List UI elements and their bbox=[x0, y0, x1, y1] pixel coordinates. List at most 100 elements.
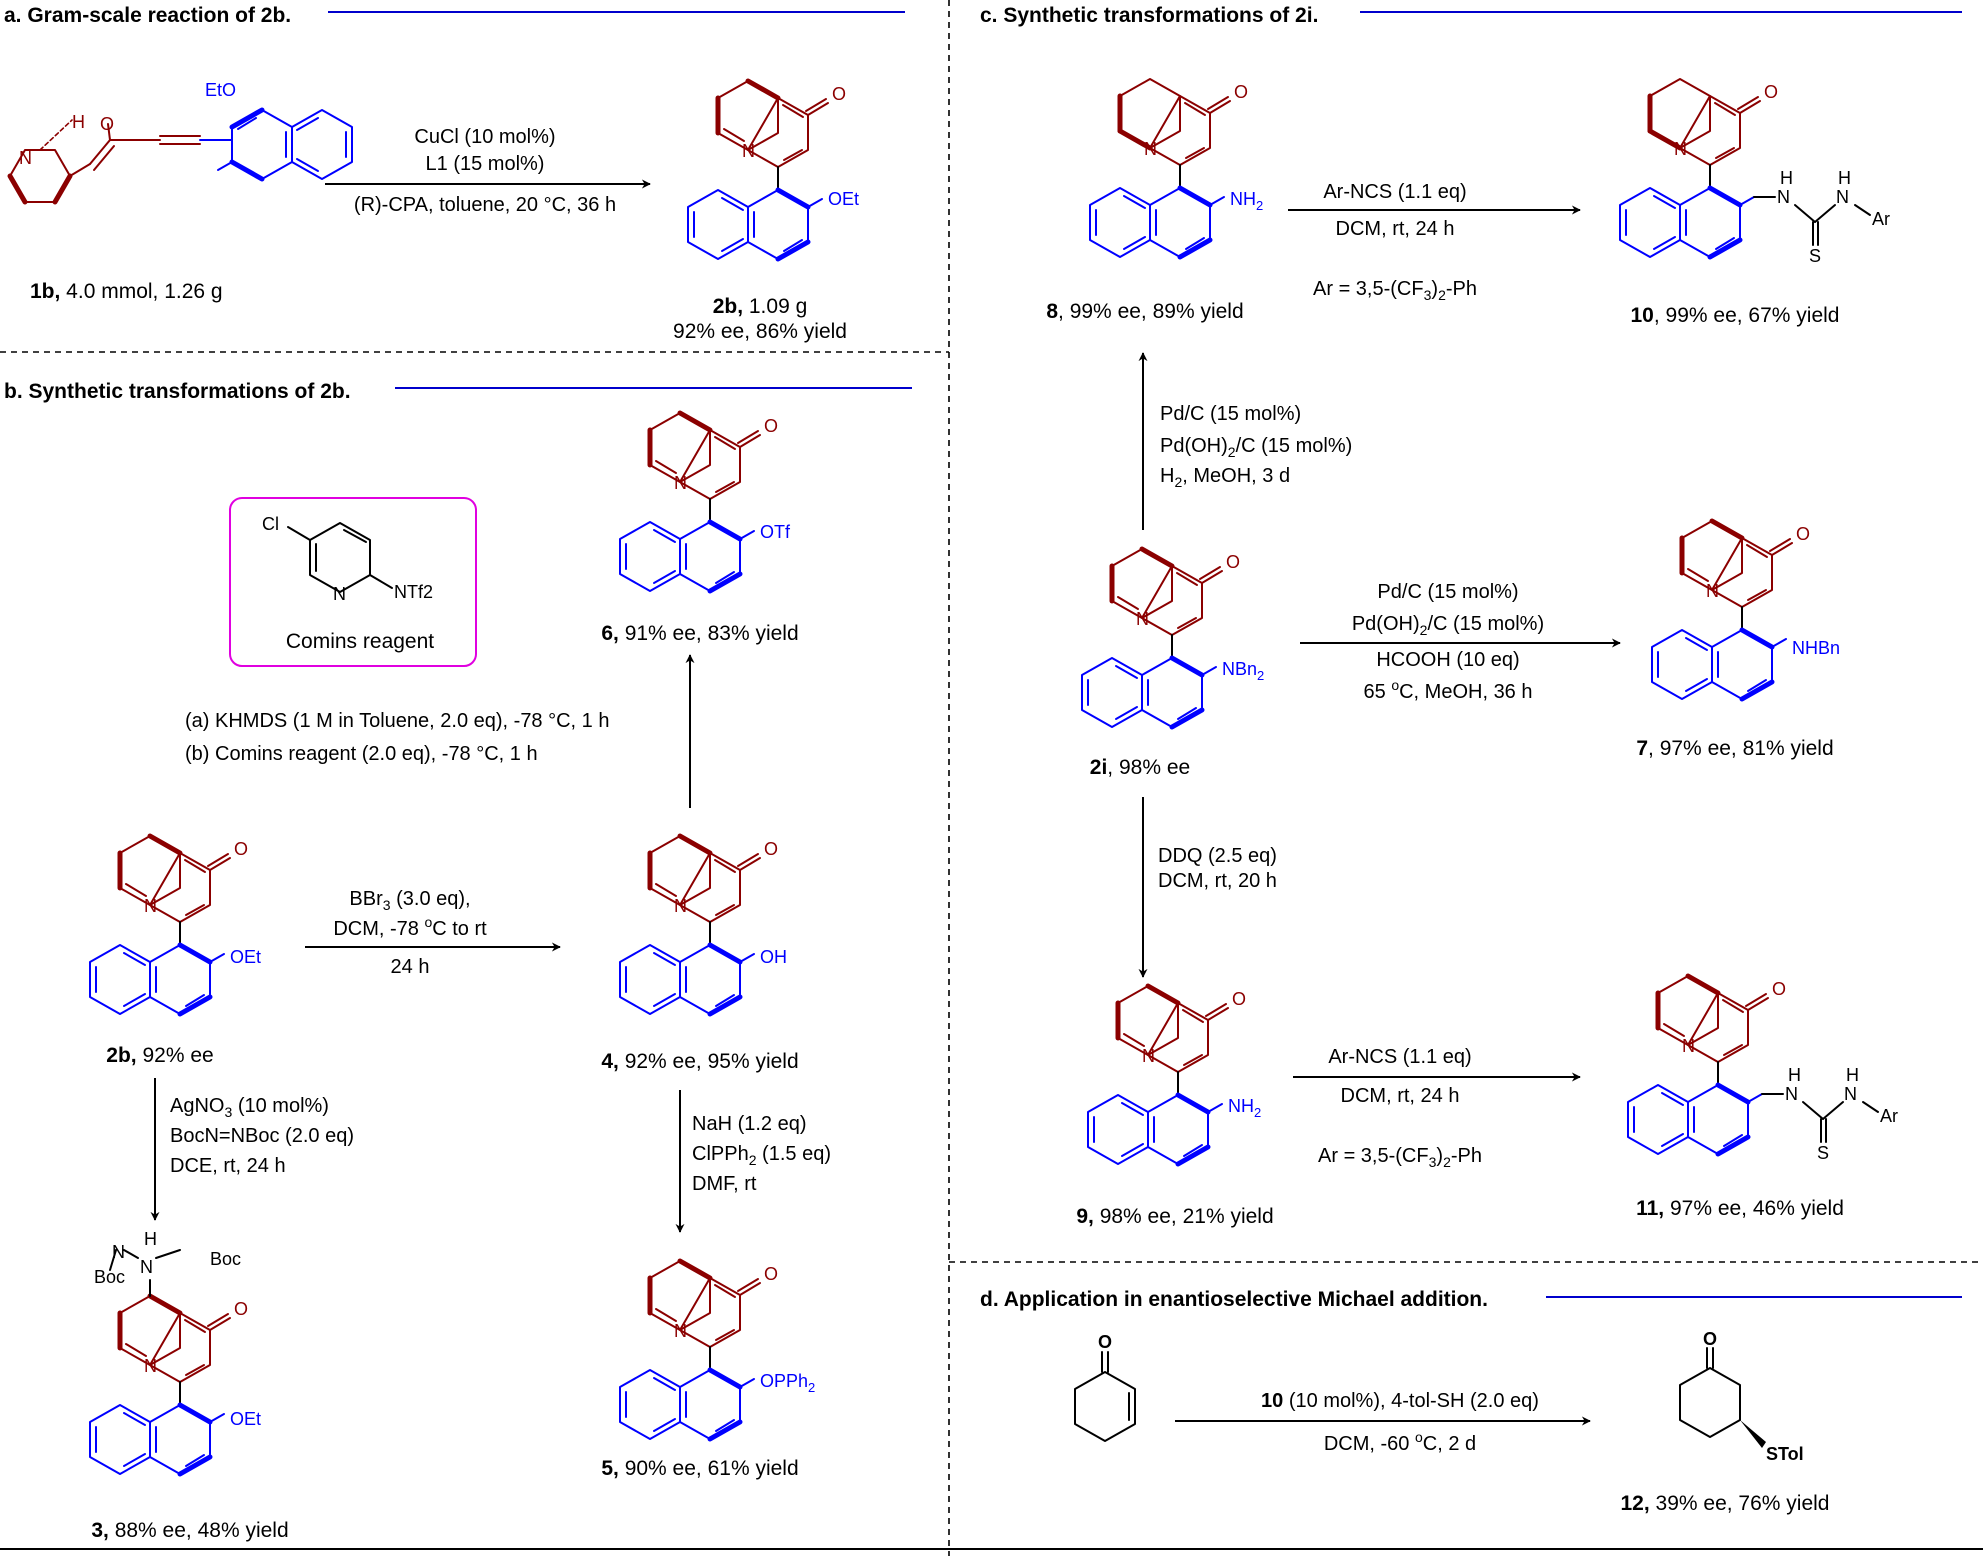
svg-text:7, 97% ee, 81% yield: 7, 97% ee, 81% yield bbox=[1636, 737, 1833, 760]
svg-text:O: O bbox=[234, 1299, 248, 1319]
compound-6: N O OTf 6, 91% ee, 83% yield bbox=[601, 413, 799, 645]
svg-text:BBr3 (3.0 eq),: BBr3 (3.0 eq), bbox=[349, 888, 470, 913]
svg-text:N: N bbox=[1142, 1046, 1155, 1066]
svg-text:Boc: Boc bbox=[94, 1267, 125, 1287]
reaction-c-h2: Pd/C (15 mol%) Pd(OH)2/C (15 mol%) H2, M… bbox=[1138, 352, 1352, 530]
svg-text:O: O bbox=[1764, 82, 1778, 102]
compound-2b-gram: N O OEt 2b, 1.09 g 92% ee, 86% yield bbox=[673, 81, 859, 343]
svg-text:NHBn: NHBn bbox=[1792, 638, 1840, 658]
svg-text:N: N bbox=[333, 584, 346, 604]
compound-4: N O OH 4, 92% ee, 95% yield bbox=[601, 836, 799, 1073]
svg-text:Pd/C (15 mol%): Pd/C (15 mol%) bbox=[1377, 581, 1518, 603]
svg-text:10, 99% ee, 67% yield: 10, 99% ee, 67% yield bbox=[1631, 304, 1840, 327]
svg-text:N: N bbox=[144, 1356, 157, 1376]
compound-label: 1b, 4.0 mmol, 1.26 g bbox=[30, 280, 223, 303]
reaction-b-ag: AgNO3 (10 mol%) BocN=NBoc (2.0 eq) DCE, … bbox=[150, 1078, 354, 1221]
svg-text:N: N bbox=[140, 1257, 153, 1277]
svg-text:Ar = 3,5-(CF3)2-Ph: Ar = 3,5-(CF3)2-Ph bbox=[1313, 278, 1477, 303]
svg-text:DCE, rt, 24 h: DCE, rt, 24 h bbox=[170, 1155, 286, 1177]
svg-text:Ar: Ar bbox=[1872, 209, 1890, 229]
svg-text:65 oC, MeOH, 36 h: 65 oC, MeOH, 36 h bbox=[1364, 677, 1533, 703]
svg-text:N: N bbox=[144, 896, 157, 916]
section-c-title: c. Synthetic transformations of 2i. bbox=[980, 4, 1318, 27]
svg-text:Pd/C (15 mol%): Pd/C (15 mol%) bbox=[1160, 403, 1301, 425]
svg-text:H: H bbox=[1788, 1065, 1801, 1085]
svg-text:N: N bbox=[1844, 1084, 1857, 1104]
atom-h: H bbox=[72, 112, 85, 132]
section-a-title: a. Gram-scale reaction of 2b. bbox=[4, 4, 291, 27]
svg-text:HCOOH (10 eq): HCOOH (10 eq) bbox=[1376, 649, 1519, 671]
svg-text:NBn2: NBn2 bbox=[1222, 659, 1264, 683]
reaction-c-ddq: DDQ (2.5 eq) DCM, rt, 20 h bbox=[1138, 797, 1277, 978]
svg-text:ClPPh2 (1.5 eq): ClPPh2 (1.5 eq) bbox=[692, 1143, 831, 1168]
svg-text:Pd(OH)2/C (15 mol%): Pd(OH)2/C (15 mol%) bbox=[1352, 613, 1544, 638]
svg-text:H: H bbox=[1780, 168, 1793, 188]
svg-text:10 (10 mol%), 4-tol-SH (2.0 eq: 10 (10 mol%), 4-tol-SH (2.0 eq) bbox=[1261, 1390, 1539, 1412]
svg-text:H: H bbox=[1838, 168, 1851, 188]
svg-text:H: H bbox=[144, 1229, 157, 1249]
compound-2b: N O OEt 2b, 92% ee bbox=[90, 836, 261, 1067]
comins-reagent-box: Cl N NTf2 Comins reagent bbox=[229, 497, 477, 667]
svg-text:N: N bbox=[674, 1321, 687, 1341]
svg-text:Comins reagent: Comins reagent bbox=[286, 630, 434, 653]
svg-text:Ar-NCS (1.1 eq): Ar-NCS (1.1 eq) bbox=[1328, 1046, 1471, 1068]
svg-text:AgNO3 (10 mol%): AgNO3 (10 mol%) bbox=[170, 1095, 329, 1120]
svg-text:OEt: OEt bbox=[230, 1409, 261, 1429]
svg-text:Ar-NCS (1.1 eq): Ar-NCS (1.1 eq) bbox=[1323, 181, 1466, 203]
svg-text:OEt: OEt bbox=[828, 189, 859, 209]
svg-text:H2, MeOH, 3 d: H2, MeOH, 3 d bbox=[1160, 465, 1290, 490]
svg-text:8, 99% ee, 89% yield: 8, 99% ee, 89% yield bbox=[1046, 300, 1243, 323]
svg-text:O: O bbox=[764, 839, 778, 859]
compound-5: N O OPPh2 5, 90% ee, 61% yield bbox=[601, 1261, 815, 1480]
svg-text:N: N bbox=[1674, 139, 1687, 159]
svg-text:11, 97% ee, 46% yield: 11, 97% ee, 46% yield bbox=[1636, 1197, 1844, 1220]
svg-text:OH: OH bbox=[760, 947, 787, 967]
svg-text:(b) Comins reagent (2.0 eq), -: (b) Comins reagent (2.0 eq), -78 °C, 1 h bbox=[185, 743, 538, 765]
svg-text:O: O bbox=[1098, 1332, 1112, 1352]
svg-text:9, 98% ee, 21% yield: 9, 98% ee, 21% yield bbox=[1076, 1205, 1273, 1228]
compound-2i: N O NBn2 2i, 98% ee bbox=[1082, 549, 1264, 779]
compound-8: N O NH2 8, 99% ee, 89% yield bbox=[1046, 79, 1263, 323]
svg-text:N: N bbox=[1785, 1084, 1798, 1104]
svg-text:O: O bbox=[1703, 1329, 1717, 1349]
svg-text:STol: STol bbox=[1766, 1444, 1804, 1464]
svg-text:DCM, rt, 24 h: DCM, rt, 24 h bbox=[1341, 1085, 1460, 1107]
reaction-d1: 10 (10 mol%), 4-tol-SH (2.0 eq) DCM, -60… bbox=[1175, 1390, 1591, 1455]
svg-text:3, 88% ee, 48% yield: 3, 88% ee, 48% yield bbox=[91, 1519, 288, 1542]
svg-text:N: N bbox=[674, 896, 687, 916]
svg-text:O: O bbox=[234, 839, 248, 859]
svg-text:2b, 1.09 g: 2b, 1.09 g bbox=[713, 295, 808, 318]
svg-text:O: O bbox=[1226, 552, 1240, 572]
svg-text:NH2: NH2 bbox=[1230, 189, 1263, 213]
svg-text:(R)-CPA, toluene, 20 °C, 36 h: (R)-CPA, toluene, 20 °C, 36 h bbox=[354, 194, 616, 216]
svg-text:N: N bbox=[1136, 609, 1149, 629]
svg-text:5, 90% ee, 61% yield: 5, 90% ee, 61% yield bbox=[601, 1457, 798, 1480]
svg-text:Ar = 3,5-(CF3)2-Ph: Ar = 3,5-(CF3)2-Ph bbox=[1318, 1145, 1482, 1170]
svg-text:NH2: NH2 bbox=[1228, 1096, 1261, 1120]
reaction-c-ncs1: Ar-NCS (1.1 eq) DCM, rt, 24 h Ar = 3,5-(… bbox=[1288, 181, 1581, 303]
svg-text:4, 92% ee, 95% yield: 4, 92% ee, 95% yield bbox=[601, 1050, 798, 1073]
reaction-a1: CuCl (10 mol%) L1 (15 mol%) (R)-CPA, tol… bbox=[325, 126, 651, 216]
compound-1b: N H O EtO 1b, 4.0 mmol, 1.26 g bbox=[7, 80, 352, 303]
svg-text:(a) KHMDS (1 M in Toluene, 2.0: (a) KHMDS (1 M in Toluene, 2.0 eq), -78 … bbox=[185, 710, 609, 732]
compound-12: O STol 12, 39% ee, 76% yield bbox=[1621, 1329, 1830, 1515]
svg-text:O: O bbox=[832, 84, 846, 104]
svg-text:2b, 92% ee: 2b, 92% ee bbox=[106, 1044, 213, 1067]
compound-10: N O H N H N Ar S 10, 99% ee, 67% yield bbox=[1620, 79, 1890, 327]
svg-text:N: N bbox=[1777, 187, 1790, 207]
svg-text:Pd(OH)2/C (15 mol%): Pd(OH)2/C (15 mol%) bbox=[1160, 435, 1352, 460]
compound-cyclohexenone: O bbox=[1074, 1332, 1136, 1442]
reaction-b-nah: NaH (1.2 eq) ClPPh2 (1.5 eq) DMF, rt bbox=[675, 1090, 831, 1233]
svg-text:DCM, -78 oC to rt: DCM, -78 oC to rt bbox=[333, 914, 487, 940]
svg-text:Boc: Boc bbox=[210, 1249, 241, 1269]
svg-text:N: N bbox=[1144, 139, 1157, 159]
atom-o: O bbox=[100, 114, 114, 134]
svg-text:OTf: OTf bbox=[760, 522, 791, 542]
reaction-c-ncs2: Ar-NCS (1.1 eq) DCM, rt, 24 h Ar = 3,5-(… bbox=[1293, 1046, 1581, 1170]
svg-text:92% ee, 86% yield: 92% ee, 86% yield bbox=[673, 320, 847, 343]
svg-text:DMF, rt: DMF, rt bbox=[692, 1173, 757, 1195]
svg-text:H: H bbox=[1846, 1065, 1859, 1085]
svg-text:O: O bbox=[1796, 524, 1810, 544]
svg-text:Ar: Ar bbox=[1880, 1106, 1898, 1126]
